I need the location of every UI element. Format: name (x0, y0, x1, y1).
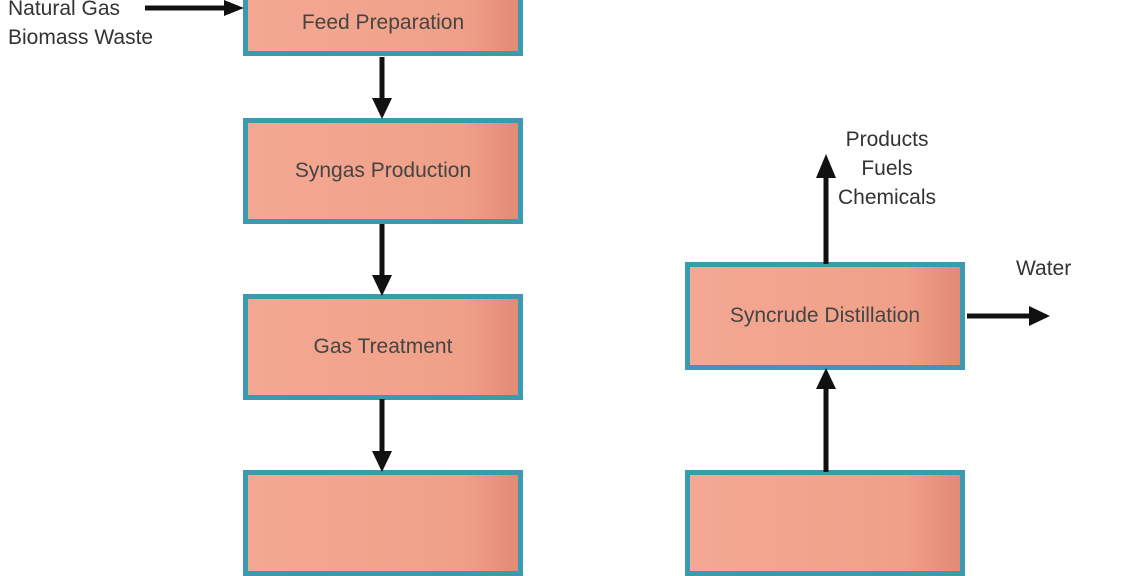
input-biomass-waste: Biomass Waste (8, 26, 154, 49)
distillation-to-products-arrowhead (816, 154, 836, 178)
output-chemicals: Chemicals (838, 186, 937, 209)
output-fuels: Fuels (861, 157, 913, 180)
syncrude-distillation-label: Syncrude Distillation (729, 304, 921, 327)
input-natural-gas: Natural Gas (8, 0, 121, 20)
input-arrowhead (224, 0, 244, 16)
product-output-labels: Products Fuels Chemicals (838, 125, 936, 212)
water-output-label: Water (1016, 254, 1071, 283)
syngas-to-gas-treatment-arrowhead (372, 275, 392, 296)
distillation-to-water-arrowhead (1029, 306, 1050, 326)
feed-preparation-label: Feed Preparation (301, 11, 465, 34)
gas-treatment-to-next-arrowhead (372, 451, 392, 472)
water-label: Water (1016, 257, 1072, 280)
bottom-right-to-distillation-arrowhead (816, 368, 836, 389)
feed-to-syngas-arrowhead (372, 98, 392, 119)
gas-treatment-label: Gas Treatment (313, 335, 453, 358)
syngas-production-box: Syngas Production (243, 118, 523, 224)
flow-arrows (145, 0, 1050, 472)
input-labels: Natural Gas Biomass Waste (8, 0, 153, 52)
output-products: Products (845, 128, 929, 151)
process-flow-diagram: Natural Gas Biomass Waste Feed Preparati… (8, 0, 1071, 576)
syngas-production-label: Syngas Production (294, 159, 472, 182)
feed-preparation-box: Feed Preparation (243, 0, 523, 56)
gas-treatment-box: Gas Treatment (243, 294, 523, 400)
syncrude-distillation-box: Syncrude Distillation (685, 262, 965, 370)
